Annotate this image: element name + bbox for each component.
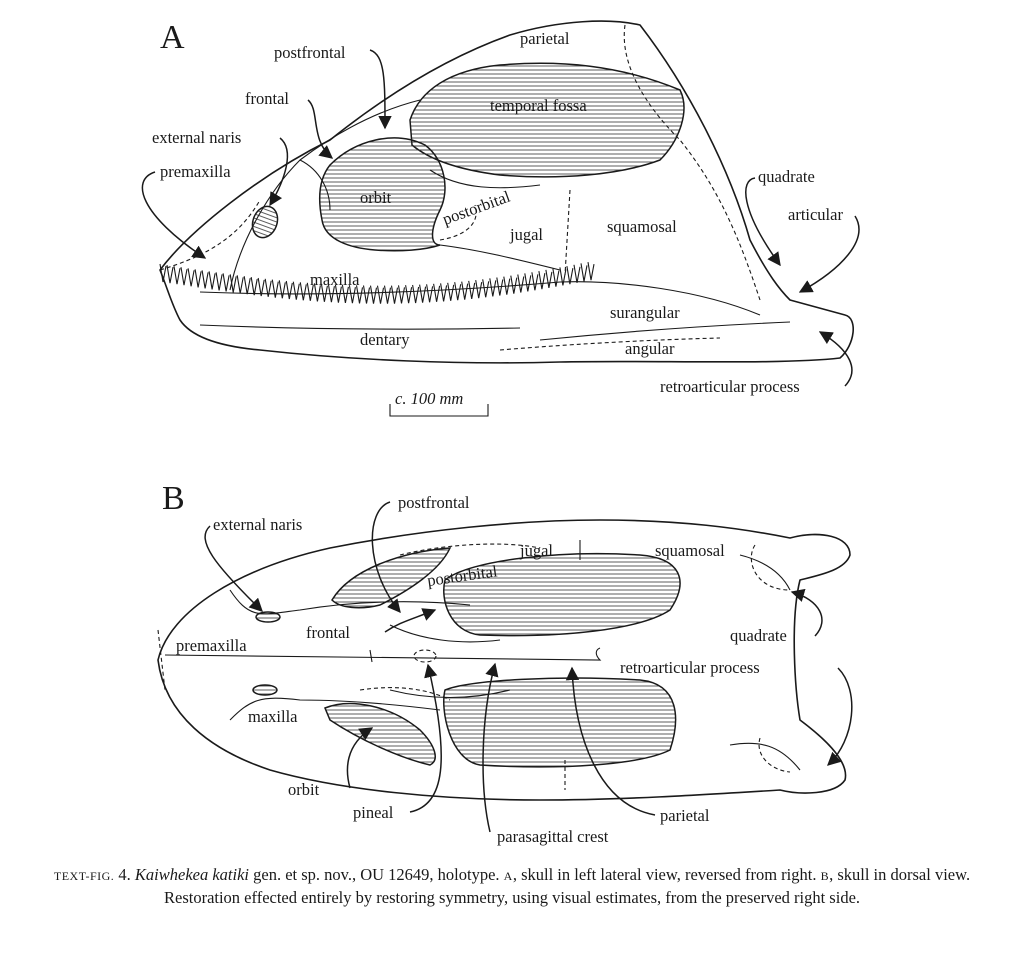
figure-caption: TEXT-FIG. 4. Kaiwhekea katiki gen. et sp… — [40, 864, 984, 908]
external-naris-lateral — [251, 205, 279, 239]
label-a-jugal: jugal — [509, 225, 543, 244]
label-a-premaxilla: premaxilla — [160, 162, 231, 181]
external-naris-dorsal-lower — [252, 684, 278, 696]
label-a-surangular: surangular — [610, 303, 680, 322]
caption-b-text: , skull in dorsal view. Restoration effe… — [163, 865, 971, 907]
skull-outline-dorsal — [157, 519, 851, 801]
label-b-jugal: jugal — [519, 541, 553, 560]
label-a-angular: angular — [625, 339, 675, 358]
leader-arrows-b — [204, 501, 853, 833]
label-b-postfrontal: postfrontal — [398, 493, 470, 512]
dashed-sutures-lateral — [159, 24, 761, 351]
label-a-articular: articular — [788, 205, 843, 224]
label-b-parasagittal-crest: parasagittal crest — [497, 827, 609, 846]
label-b-parietal: parietal — [660, 806, 710, 825]
panel-b-letter: B — [162, 480, 185, 517]
leader-arrows-a — [141, 49, 860, 387]
label-a-squamosal: squamosal — [607, 217, 677, 236]
suture-lines-dorsal — [229, 540, 801, 771]
scale-bar-label: c. 100 mm — [395, 389, 463, 408]
orbit-dorsal-lower — [324, 702, 436, 766]
pineal-foramen — [413, 649, 437, 663]
label-b-frontal: frontal — [306, 623, 350, 642]
caption-species: Kaiwhekea katiki — [134, 865, 249, 884]
orbit-dorsal-upper — [331, 547, 452, 609]
label-b-premaxilla: premaxilla — [176, 636, 247, 655]
panel-b-dorsal-view: B postfrontal external naris jugal squam… — [157, 480, 853, 846]
label-a-quadrate: quadrate — [758, 167, 815, 186]
midline-dorsal — [164, 647, 602, 661]
panel-a-letter: A — [160, 19, 185, 56]
label-b-quadrate: quadrate — [730, 626, 787, 645]
label-a-parietal: parietal — [520, 29, 570, 48]
caption-b-letter: B — [820, 869, 830, 883]
label-a-postorbital: postorbital — [440, 187, 513, 229]
suture-lines-lateral — [199, 99, 791, 341]
label-b-maxilla: maxilla — [248, 707, 298, 726]
label-a-dentary: dentary — [360, 330, 410, 349]
skull-figure: A parietal postfrontal frontal temporal … — [141, 19, 860, 846]
label-a-temporal-fossa: temporal fossa — [490, 96, 587, 115]
label-a-maxilla: maxilla — [310, 270, 360, 289]
caption-number: 4. — [114, 865, 135, 884]
caption-a-text: , skull in left lateral view, reversed f… — [512, 865, 821, 884]
label-a-external-naris: external naris — [152, 128, 241, 147]
label-a-retroarticular-process: retroarticular process — [660, 377, 800, 396]
caption-rest-1: gen. et sp. nov., OU 12649, holotype. — [249, 865, 504, 884]
label-b-orbit: orbit — [288, 780, 320, 799]
scale-bar: c. 100 mm — [389, 389, 489, 417]
label-b-squamosal: squamosal — [655, 541, 725, 560]
label-a-postfrontal: postfrontal — [274, 43, 346, 62]
label-b-pineal: pineal — [353, 803, 394, 822]
label-a-orbit: orbit — [360, 188, 392, 207]
orbit-lateral — [318, 137, 446, 252]
skull-outline-lateral — [159, 20, 854, 364]
temporal-fossa-lateral — [409, 62, 685, 178]
label-b-retroarticular-process: retroarticular process — [620, 658, 760, 677]
temporal-fossa-dorsal-upper — [443, 553, 681, 637]
caption-a-letter: A — [503, 869, 513, 883]
teeth-row-lateral — [159, 262, 595, 304]
external-naris-dorsal-upper — [255, 611, 281, 623]
label-b-external-naris: external naris — [213, 515, 302, 534]
temporal-fossa-dorsal-lower — [443, 677, 677, 768]
dashed-sutures-dorsal — [157, 543, 791, 790]
label-a-frontal: frontal — [245, 89, 289, 108]
panel-a-lateral-view: A parietal postfrontal frontal temporal … — [141, 19, 860, 417]
caption-prefix: TEXT-FIG. — [53, 869, 115, 883]
